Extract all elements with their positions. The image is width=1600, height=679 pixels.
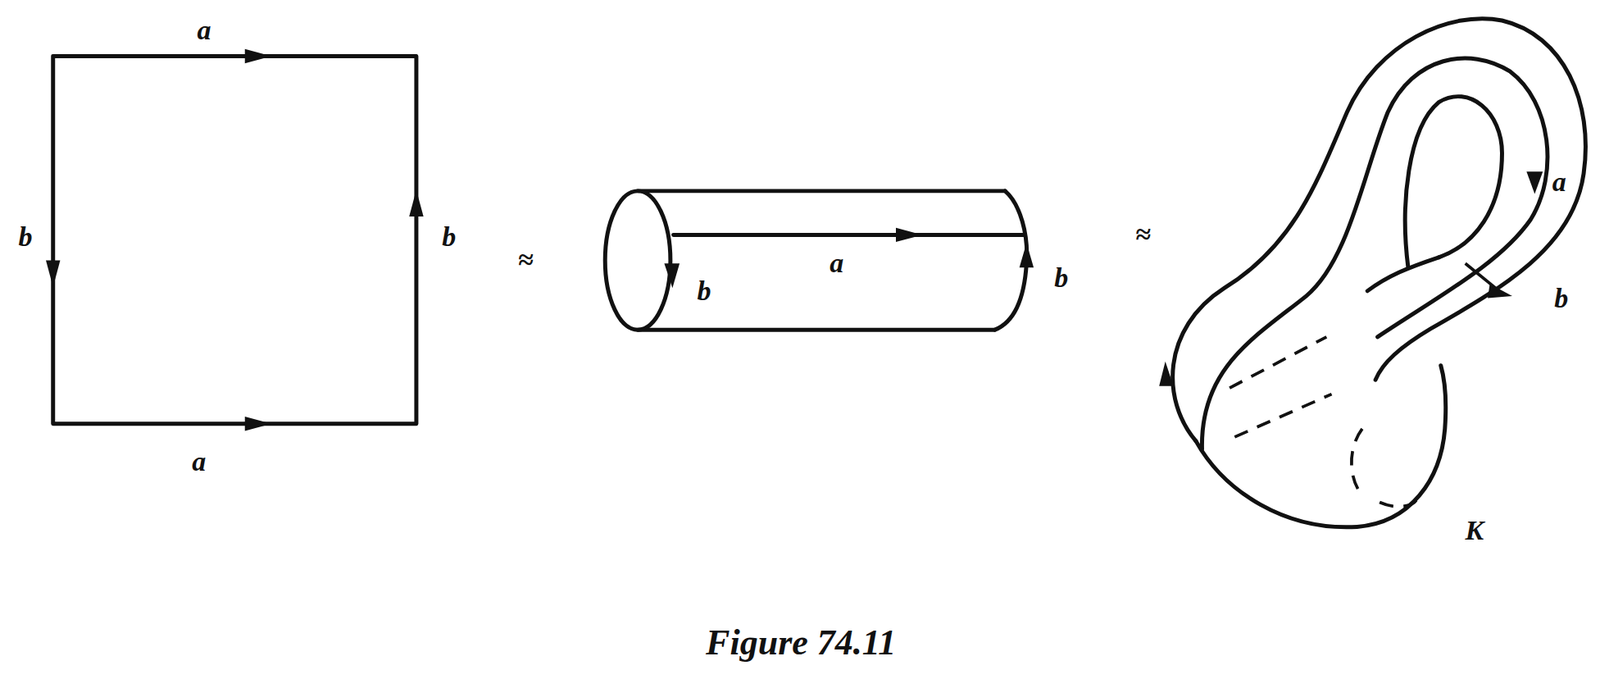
edge-label: b	[1554, 284, 1569, 313]
edge-label: b	[441, 222, 456, 251]
cylinder-end	[604, 190, 671, 330]
edge-label: a	[191, 447, 206, 476]
edge-label: a	[1552, 168, 1567, 196]
square	[53, 56, 417, 424]
edge-label: b	[1054, 263, 1069, 292]
edge-label: b	[696, 277, 711, 305]
edge-label: a	[196, 16, 211, 45]
edge-label: a	[829, 249, 844, 278]
homeomorphic-sign: ≈	[518, 245, 534, 274]
homeomorphic-sign: ≈	[1135, 220, 1151, 249]
surface-name: K	[1465, 516, 1485, 545]
figure-caption: Figure 74.11	[705, 624, 896, 661]
edge-label: b	[18, 222, 33, 251]
